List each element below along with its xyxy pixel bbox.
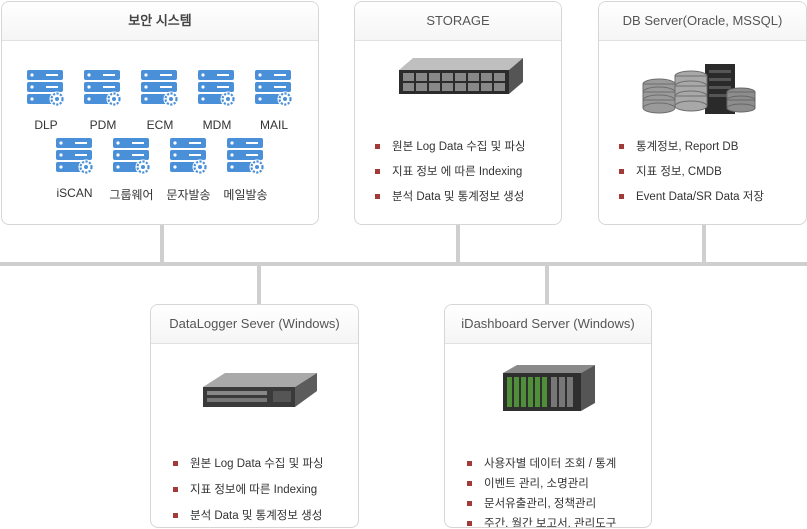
db-bullet-1: 통계정보, Report DB [619, 138, 764, 154]
security-item: DLP [26, 68, 66, 132]
idashboard-bullet-4: 주간, 월간 보고서, 관리도구 [467, 515, 616, 527]
security-item-label: 문자발송 [166, 188, 211, 202]
security-item: iSCAN [55, 136, 95, 200]
idashboard-bullet-3: 문서유출관리, 정책관리 [467, 495, 616, 511]
datalogger-title: DataLogger Sever (Windows) [151, 305, 358, 344]
idashboard-title: iDashboard Server (Windows) [445, 305, 651, 344]
idashboard-bullet-1: 사용자별 데이터 조회 / 통계 [467, 455, 616, 471]
idashboard-bullet-2: 이벤트 관리, 소명관리 [467, 475, 616, 491]
datalogger-bullet-3: 분석 Data 및 통계정보 생성 [173, 507, 324, 523]
idashboard-box: iDashboard Server (Windows) 사용자별 데이터 조회 … [444, 304, 652, 528]
security-item: MAIL [254, 68, 294, 132]
storage-bullets: 원본 Log Data 수집 및 파싱 지표 정보 에 따른 Indexing … [375, 138, 526, 204]
server-gear-icon [112, 138, 150, 175]
database-server-icon [642, 64, 756, 114]
security-item-label: 메일발송 [223, 188, 268, 202]
datalogger-bullets: 원본 Log Data 수집 및 파싱 지표 정보에 따른 Indexing 분… [173, 455, 324, 523]
blade-server-icon [503, 365, 595, 411]
db-server-bullets: 통계정보, Report DB 지표 정보, CMDB Event Data/S… [619, 138, 764, 204]
security-system-title: 보안 시스템 [2, 2, 318, 41]
security-system-box: 보안 시스템 DLP PDM ECM MDM MAIL iSCAN 그룹웨어 문자발송 메일발… [1, 1, 319, 225]
storage-bullet-1: 원본 Log Data 수집 및 파싱 [375, 138, 526, 154]
server-gear-icon [27, 70, 65, 107]
server-gear-icon [141, 70, 179, 107]
server-gear-icon [198, 70, 236, 107]
server-gear-icon [255, 70, 293, 107]
security-item-label: 그룹웨어 [109, 188, 154, 202]
security-item: PDM [83, 68, 123, 132]
security-item: MDM [197, 68, 237, 132]
security-item-label: MDM [202, 118, 232, 132]
connector-bus [0, 262, 807, 266]
storage-bullet-2: 지표 정보 에 따른 Indexing [375, 163, 526, 179]
db-server-title: DB Server(Oracle, MSSQL) [599, 2, 806, 41]
server-gear-icon [226, 138, 264, 175]
storage-box: STORAGE 원본 Log Data 수집 및 파싱 지표 정보 에 따른 I… [354, 1, 562, 225]
connector-idashboard [545, 264, 549, 304]
db-server-box: DB Server(Oracle, MSSQL) [598, 1, 807, 225]
security-item-label: MAIL [259, 118, 289, 132]
datalogger-bullet-2: 지표 정보에 따른 Indexing [173, 481, 324, 497]
connector-db [702, 224, 706, 264]
security-system-grid: DLP PDM ECM MDM MAIL [2, 68, 318, 132]
connector-security [160, 224, 164, 264]
security-item-label: PDM [89, 118, 117, 132]
security-item-label: iSCAN [56, 186, 93, 200]
storage-title: STORAGE [355, 2, 561, 41]
storage-bullet-3: 분석 Data 및 통계정보 생성 [375, 188, 526, 204]
security-item: ECM [140, 68, 180, 132]
connector-storage [456, 224, 460, 264]
db-bullet-3: Event Data/SR Data 저장 [619, 188, 764, 204]
security-system-grid-2: iSCAN 그룹웨어 문자발송 메일발송 [2, 136, 318, 202]
connector-datalogger [257, 264, 261, 304]
security-item: 그룹웨어 [109, 136, 154, 202]
rack-server-datalogger-icon [203, 373, 317, 407]
idashboard-bullets: 사용자별 데이터 조회 / 통계 이벤트 관리, 소명관리 문서유출관리, 정책… [467, 455, 616, 527]
db-bullet-2: 지표 정보, CMDB [619, 163, 764, 179]
datalogger-box: DataLogger Sever (Windows) 원본 Log Data 수… [150, 304, 359, 528]
security-item: 메일발송 [223, 136, 268, 202]
datalogger-bullet-1: 원본 Log Data 수집 및 파싱 [173, 455, 324, 471]
rack-server-storage-icon [399, 58, 523, 94]
server-gear-icon [55, 138, 93, 175]
server-gear-icon [169, 138, 207, 175]
server-gear-icon [84, 70, 122, 107]
security-item-label: ECM [146, 118, 174, 132]
security-item: 문자발송 [166, 136, 211, 202]
security-item-label: DLP [34, 118, 58, 132]
